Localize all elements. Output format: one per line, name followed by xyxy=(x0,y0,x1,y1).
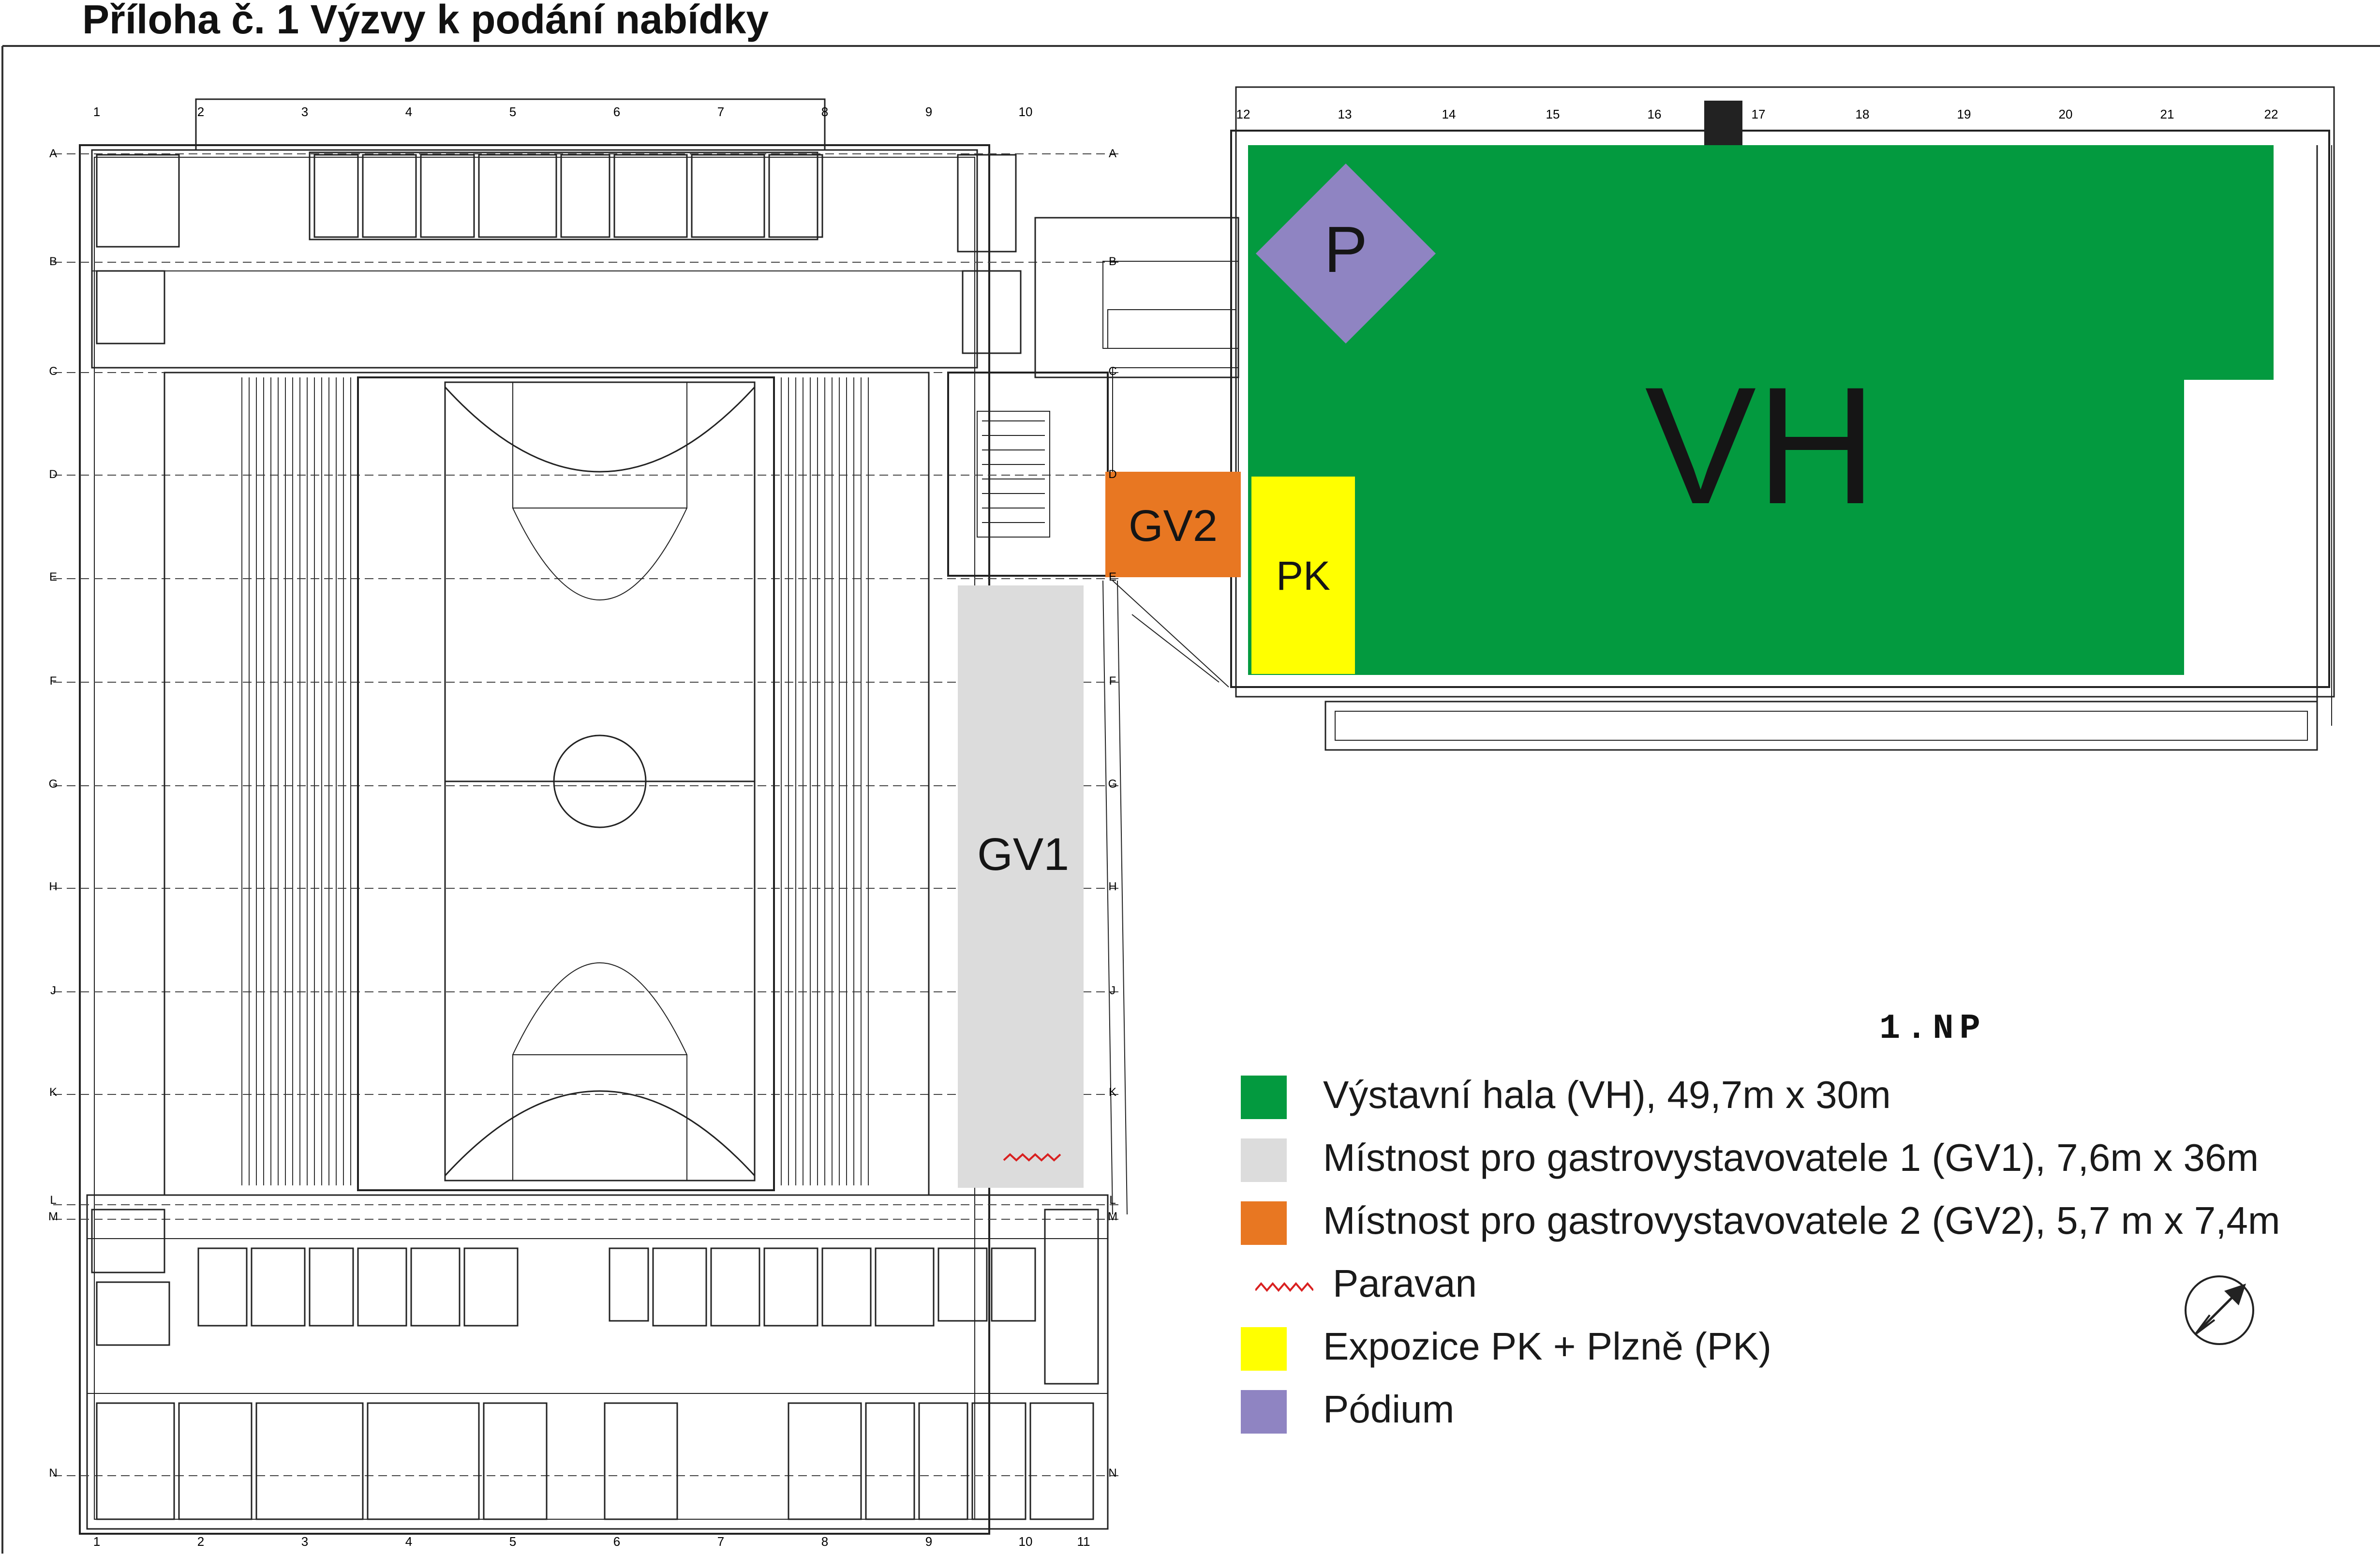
axis-label-bottom: 3 xyxy=(301,1534,308,1549)
zone-gv1 xyxy=(958,585,1084,1188)
axis-label-bottom: 2 xyxy=(197,1534,204,1549)
axis-label-top: 16 xyxy=(1648,107,1662,121)
axis-label-row: L xyxy=(50,1194,56,1207)
axis-label-row: J xyxy=(1110,984,1116,997)
zigzag-line-icon xyxy=(1255,1282,1313,1292)
axis-label-row: N xyxy=(49,1466,57,1480)
axis-label-row: L xyxy=(1109,1194,1116,1207)
zone-vh xyxy=(1248,145,2274,675)
tribune-right xyxy=(781,377,869,1185)
axis-label-top: 4 xyxy=(405,105,412,119)
axis-label-top: 8 xyxy=(821,105,828,119)
axis-label-row: E xyxy=(49,570,57,584)
legend-label-podium: Pódium xyxy=(1323,1388,1455,1431)
axis-label-bottom: 11 xyxy=(1077,1534,1090,1549)
zone-label-gv2: GV2 xyxy=(1129,501,1218,551)
axis-label-row: C xyxy=(49,365,57,378)
axis-label-bottom: 10 xyxy=(1019,1534,1033,1549)
structural-grid xyxy=(53,153,1122,1476)
axis-label-row: C xyxy=(1108,365,1116,378)
bottom-wing-rooms xyxy=(91,1209,1099,1520)
axis-label-row: M xyxy=(1108,1210,1117,1223)
sports-hall-building xyxy=(79,98,1109,1535)
axis-label-top: 6 xyxy=(613,105,620,119)
zone-gv2 xyxy=(1105,472,1241,577)
axis-label-row: K xyxy=(1109,1086,1116,1099)
axis-label-top: 1 xyxy=(93,105,100,119)
court-area xyxy=(164,372,930,1196)
axis-label-bottom: 9 xyxy=(925,1534,932,1549)
axis-label-row: B xyxy=(49,255,57,268)
floor-label: 1.NP xyxy=(1879,1009,1986,1048)
axis-label-row: G xyxy=(49,778,58,791)
axis-label-bottom: 5 xyxy=(509,1534,516,1549)
axis-label-bottom: 7 xyxy=(717,1534,724,1549)
legend-label-paravan: Paravan xyxy=(1333,1262,1477,1305)
zone-label-pk: PK xyxy=(1276,553,1330,598)
axis-label-bottom: 8 xyxy=(821,1534,828,1549)
zone-label-podium: P xyxy=(1324,213,1368,286)
axis-label-top: 17 xyxy=(1752,107,1766,121)
axis-label-bottom: 4 xyxy=(405,1534,412,1549)
tribune-left xyxy=(241,377,351,1185)
axis-label-top: 19 xyxy=(1957,107,1971,121)
axis-label-row: G xyxy=(1108,778,1117,791)
zone-label-gv1: GV1 xyxy=(977,829,1069,880)
axis-label-row: A xyxy=(49,147,57,160)
axis-label-top: 15 xyxy=(1546,107,1560,121)
drawing-frame xyxy=(1,45,2380,1554)
zone-pk xyxy=(1251,477,1355,674)
axis-label-row: M xyxy=(48,1210,58,1223)
legend-swatch-vh xyxy=(1241,1076,1287,1119)
document-title: Příloha č. 1 Výzvy k podání nabídky xyxy=(82,0,769,42)
axis-label-top: 13 xyxy=(1338,107,1352,121)
axis-label-bottom: 6 xyxy=(613,1534,620,1549)
axis-label-top: 10 xyxy=(1019,105,1033,119)
axis-label-row: F xyxy=(1109,674,1116,688)
axis-label-row: H xyxy=(49,880,57,893)
legend-label-gv1: Místnost pro gastrovystavovatele 1 (GV1)… xyxy=(1323,1136,2259,1179)
axis-label-top: 9 xyxy=(925,105,932,119)
axis-label-bottom: 1 xyxy=(93,1534,100,1549)
axis-label-top: 12 xyxy=(1236,107,1250,121)
axis-label-row: D xyxy=(49,468,57,481)
axis-label-top: 21 xyxy=(2160,107,2174,121)
axis-label-top: 22 xyxy=(2264,107,2278,121)
axis-label-top: 18 xyxy=(1856,107,1870,121)
legend-swatch-podium xyxy=(1241,1390,1287,1434)
top-wing-rooms xyxy=(96,154,1022,354)
axis-label-row: E xyxy=(1109,570,1116,584)
zone-label-vh: VH xyxy=(1645,353,1876,539)
zone-podium xyxy=(1256,164,1436,344)
axis-label-top: 7 xyxy=(717,105,724,119)
axis-label-top: 3 xyxy=(301,105,308,119)
legend-swatch-pk xyxy=(1241,1327,1287,1371)
axis-label-top: 14 xyxy=(1442,107,1456,121)
axis-label-row: J xyxy=(50,984,56,997)
north-arrow-icon xyxy=(2185,1275,2254,1345)
exhibition-hall-building xyxy=(1112,86,2335,751)
axis-label-top: 5 xyxy=(509,105,516,119)
legend-label-gv2: Místnost pro gastrovystavovatele 2 (GV2)… xyxy=(1323,1199,2280,1242)
axis-label-row: H xyxy=(1108,880,1116,893)
legend-swatch-gv2 xyxy=(1241,1201,1287,1245)
axis-label-row: F xyxy=(50,674,57,688)
axis-label-row: A xyxy=(1109,147,1116,160)
legend-swatch-gv1 xyxy=(1241,1138,1287,1182)
axis-label-row: N xyxy=(1108,1466,1116,1480)
axis-label-top: 20 xyxy=(2059,107,2073,121)
axis-label-row: D xyxy=(1108,468,1116,481)
paravan-marker xyxy=(1003,1153,1061,1162)
axis-label-row: K xyxy=(49,1086,57,1099)
axis-label-row: B xyxy=(1109,255,1116,268)
axis-label-top: 2 xyxy=(197,105,204,119)
legend-label-vh: Výstavní hala (VH), 49,7m x 30m xyxy=(1323,1073,1891,1116)
legend-label-pk: Expozice PK + Plzně (PK) xyxy=(1323,1325,1772,1368)
